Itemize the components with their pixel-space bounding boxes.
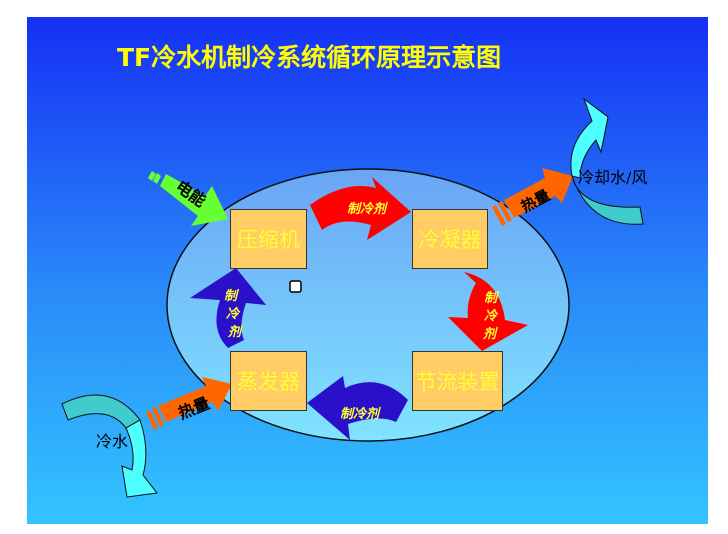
compressor-box: 压缩机 — [230, 209, 307, 269]
evaporator-box: 蒸发器 — [230, 351, 307, 411]
refrigerant-arrow-throttle-evaporator: 制冷剂 — [307, 376, 408, 440]
refrigerant-v3: 剂 — [482, 326, 498, 342]
refrigerant-label: 制冷剂 — [340, 406, 381, 422]
refrigerant-v1: 制 — [484, 290, 500, 306]
refrigerant-v2: 冷 — [484, 308, 499, 324]
cooling-water-arrow — [570, 97, 644, 225]
refrigerant-label: 制冷剂 — [347, 201, 388, 217]
condenser-box: 冷凝器 — [412, 209, 488, 269]
refrigerant-v2: 冷 — [226, 306, 241, 322]
refrigerant-arrow-compressor-condenser: 制冷剂 — [310, 177, 411, 240]
refrigerant-v1: 制 — [224, 288, 240, 304]
cooling-water-label: 冷却水/风 — [578, 168, 648, 187]
heat-in-arrow: 热量 — [146, 377, 232, 430]
selection-handle[interactable] — [289, 280, 302, 293]
electric-energy-arrow: 电能 — [148, 171, 228, 226]
chilled-water-label: 冷水 — [96, 432, 129, 451]
throttle-box: 节流装置 — [412, 351, 503, 411]
chilled-water-arrow — [61, 394, 158, 498]
refrigerant-arrow-evaporator-compressor: 制 冷 剂 — [190, 268, 266, 348]
heat-out-arrow: 热量 — [492, 168, 573, 226]
refrigerant-arrow-condenser-throttle: 制 冷 剂 — [448, 272, 528, 351]
page-title: TF冷水机制冷系统循环原理示意图 — [117, 43, 502, 72]
refrigerant-v3: 剂 — [227, 324, 243, 340]
